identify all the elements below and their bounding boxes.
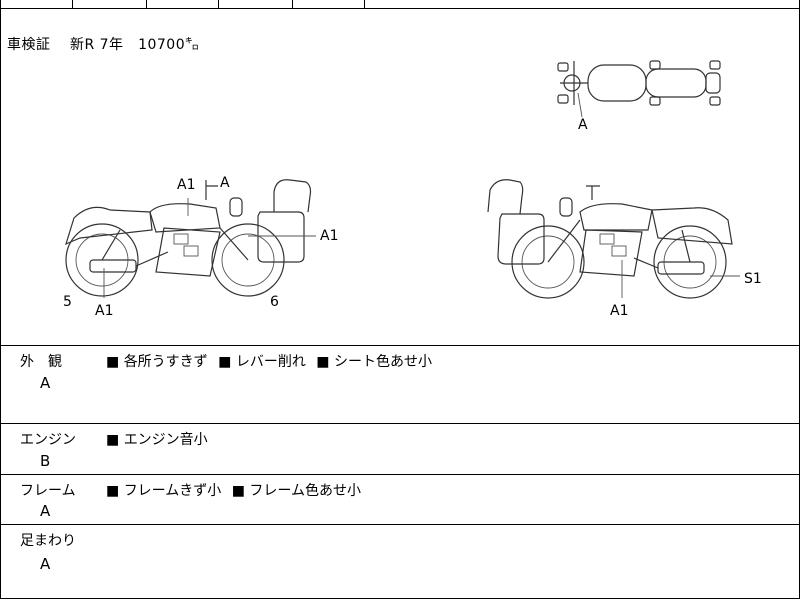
section-engine-notes: エンジン音小 (106, 429, 214, 449)
section-exterior-notes: 各所うすきず レバー削れ シート色あせ小 (106, 351, 438, 371)
note-item: シート色あせ小 (316, 354, 432, 370)
motorcycle-right-view (487, 179, 740, 299)
inspection-info: 車検証 新R 7年 10700㌔ (7, 34, 200, 54)
section-exterior-title: 外 観 (20, 354, 62, 370)
section-rule (0, 474, 800, 475)
motorcycle-top-view (557, 60, 721, 118)
motorcycle-left-view (65, 179, 316, 298)
inspection-year-prefix: 新R (69, 37, 95, 53)
section-suspension-grade: A (40, 555, 51, 573)
section-rule (0, 524, 800, 525)
note-item: エンジン音小 (106, 432, 208, 448)
callout-left-a1-bottom: A1 (95, 303, 114, 319)
callout-top-a: A (578, 117, 588, 133)
header-divider (218, 0, 219, 8)
section-frame-grade: A (40, 502, 51, 520)
note-item: レバー削れ (218, 354, 306, 370)
note-item: フレーム色あせ小 (232, 483, 361, 499)
callout-right-s1: S1 (744, 271, 762, 287)
header-divider (146, 0, 147, 8)
section-rule (0, 345, 800, 346)
callout-left-a1-right: A1 (320, 228, 339, 244)
section-frame-title: フレーム (20, 483, 76, 499)
section-engine-grade: B (40, 452, 51, 470)
inspection-year: 7年 (99, 37, 124, 53)
section-frame-notes: フレームきず小 フレーム色あせ小 (106, 480, 367, 500)
section-suspension-title: 足まわり (20, 533, 76, 549)
callout-left-5: 5 (63, 294, 72, 310)
callout-left-a1-top: A1 (177, 177, 196, 193)
header-divider (364, 0, 365, 8)
header-divider (292, 0, 293, 8)
callout-left-a-handle: A (220, 175, 230, 191)
callout-left-6: 6 (270, 294, 279, 310)
header-rule (0, 8, 800, 9)
inspection-mileage: 10700㌔ (138, 37, 200, 53)
inspection-label: 車検証 (7, 37, 51, 53)
callout-right-a1-bottom: A1 (610, 303, 629, 319)
note-item: 各所うすきず (106, 354, 208, 370)
section-rule (0, 423, 800, 424)
section-engine-title: エンジン (20, 432, 76, 448)
header-divider (72, 0, 73, 8)
note-item: フレームきず小 (106, 483, 221, 499)
section-exterior-grade: A (40, 374, 51, 392)
